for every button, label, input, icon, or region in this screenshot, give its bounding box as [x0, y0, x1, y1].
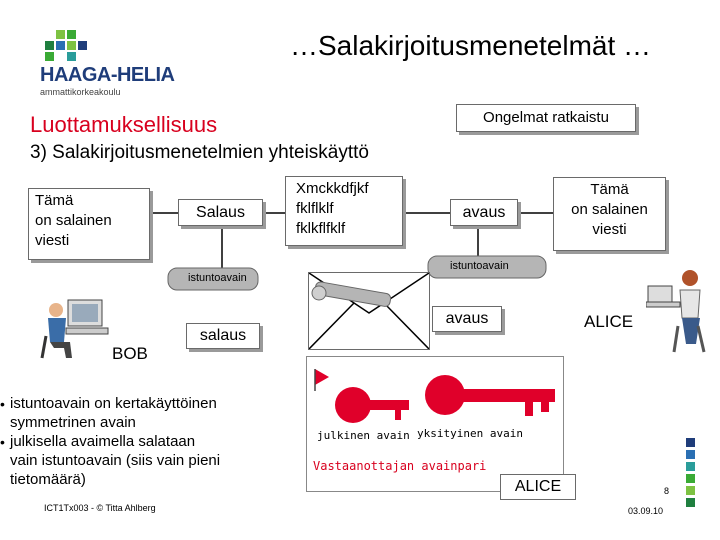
- key-encrypt-label: salaus: [199, 327, 247, 344]
- plaintext-box-right: Tämä on salainen viesti: [553, 177, 666, 251]
- footer-date: 03.09.10: [628, 506, 664, 516]
- ciphertext-box: Xmckkdfjkf fklflklf fklkflfklf: [285, 176, 403, 246]
- keypair-owner-box: ALICE: [500, 474, 576, 500]
- receiver-label: ALICE: [584, 312, 634, 331]
- key-encrypt-box: salaus: [186, 323, 260, 349]
- private-key-icon: [425, 375, 555, 416]
- section-title: Luottamuksellisuus: [30, 112, 218, 137]
- person-at-computer-icon: [646, 270, 706, 353]
- sender-label: BOB: [112, 344, 148, 363]
- decrypt-box: avaus: [450, 199, 518, 226]
- logo-subtitle: ammattikorkeakoulu: [40, 87, 121, 97]
- logo: HAAGA-HELIA ammattikorkeakoulu: [36, 30, 206, 98]
- keypair-box: julkinen avain yksityinen avain Vastaano…: [306, 356, 564, 492]
- session-key-left-label: istuntoavain: [188, 272, 247, 284]
- page-number: 8: [664, 486, 670, 496]
- key-icon: [427, 255, 547, 279]
- bullet-marker: •: [0, 396, 5, 412]
- key-decrypt-box: avaus: [432, 306, 502, 332]
- public-key-icon: [314, 369, 409, 423]
- status-box: Ongelmat ratkaistu: [456, 104, 636, 132]
- key-decrypt-label: avaus: [445, 310, 489, 327]
- encrypt-label: Salaus: [196, 204, 245, 221]
- bullet-item-1: istuntoavain on kertakäyttöinen symmetri…: [10, 395, 217, 431]
- key-icon: [167, 267, 259, 291]
- section-subtitle: 3) Salakirjoitusmenetelmien yhteiskäyttö: [30, 142, 369, 163]
- session-key-right-label: istuntoavain: [450, 260, 509, 272]
- decrypt-label: avaus: [462, 204, 506, 221]
- status-box-label: Ongelmat ratkaistu: [483, 109, 609, 126]
- encrypt-box: Salaus: [178, 199, 263, 226]
- session-key-right: istuntoavain: [426, 254, 550, 280]
- keypair-label: Vastaanottajan avainpari: [313, 459, 487, 473]
- private-key-label: yksityinen avain: [417, 427, 523, 440]
- public-key-label: julkinen avain: [317, 429, 410, 442]
- bullet-marker: •: [0, 434, 5, 450]
- session-key-left: istuntoavain: [166, 266, 266, 292]
- keypair-owner-label: ALICE: [514, 478, 562, 495]
- footer-course: ICT1Tx003 - © Titta Ahlberg: [44, 503, 156, 513]
- logo-name: HAAGA-HELIA: [40, 64, 175, 86]
- person-at-computer-icon: [40, 299, 109, 359]
- footer-decoration: [686, 438, 696, 520]
- envelope-icon: [308, 272, 430, 350]
- bullet-item-2: julkisella avaimella salataan vain istun…: [10, 433, 221, 488]
- plaintext-box-left: Tämä on salainen viesti: [28, 188, 150, 260]
- page-title: …Salakirjoitusmenetelmät …: [290, 30, 652, 61]
- envelope-flap-icon: [309, 273, 429, 349]
